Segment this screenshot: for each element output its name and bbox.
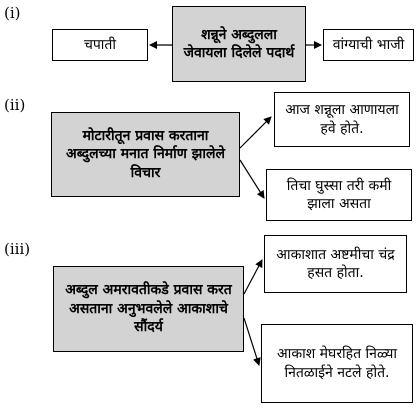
section-1-label: (i) (4, 4, 21, 22)
section-3-center-box: अब्दुल अमरावतीकडे प्रवास करत असताना अनुभ… (53, 266, 244, 352)
section-3-output-2: आकाश मेघरहित निळ्या नितळाईने नटले होते. (261, 324, 413, 403)
section-2-label: (ii) (4, 96, 26, 114)
section-2-output-1: आज शन्नूला आणायला हवे होते. (274, 92, 410, 147)
section-3-output-1: आकाशात अष्टमीचा चंद्र हसत होता. (264, 235, 407, 293)
arrow-2-down (239, 159, 265, 199)
section-1-left-box: चपाती (52, 29, 148, 61)
section-2-output-2: तिचा घुस्सा तरी कमी झाला असता (266, 169, 412, 221)
section-2-center-box: मोटारीतून प्रवास करताना अब्दुलच्या मनात … (51, 112, 240, 197)
arrow-3-up (243, 259, 263, 295)
section-3-label: (iii) (4, 240, 31, 258)
section-1-right-box: वांग्याची भाजी (323, 29, 414, 61)
arrow-2-up (239, 116, 272, 149)
section-1-center-box: शन्नूने अब्दुलला जेवायला दिलेले पदार्थ (172, 6, 306, 82)
arrow-3-down (243, 317, 261, 366)
